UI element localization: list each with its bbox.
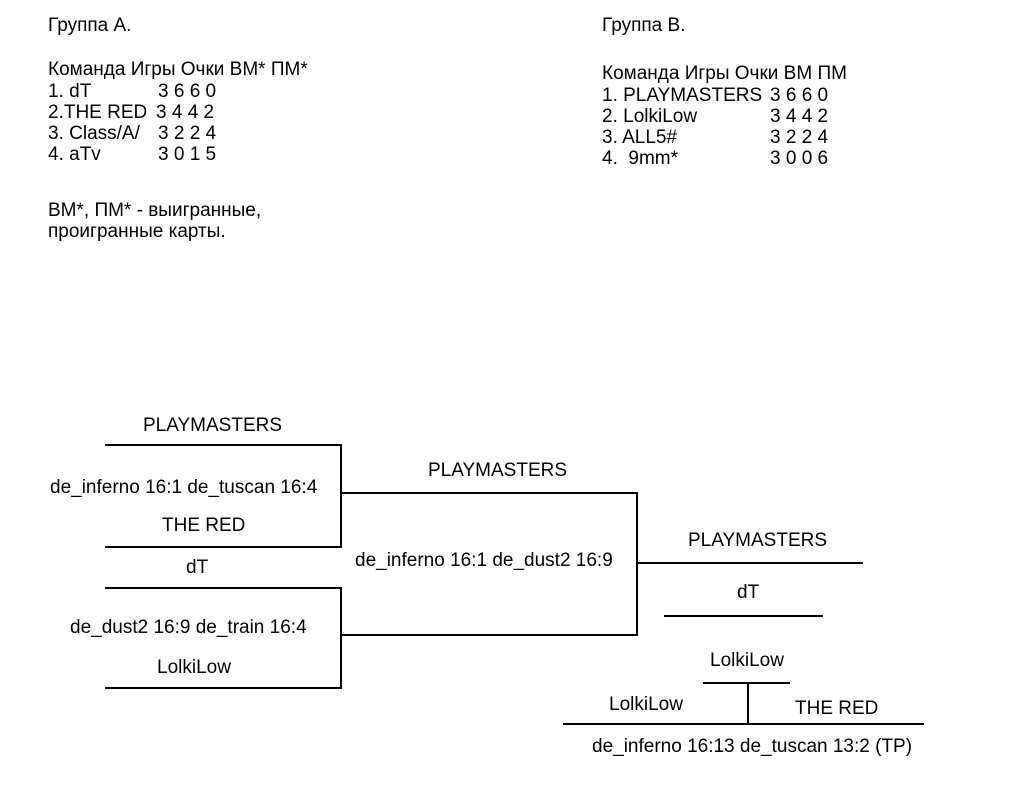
semifinal1-right-line [340,444,342,548]
group-a-row-name: 3. Class/A/ [48,123,140,144]
group-b-title: Группа В. [602,15,686,36]
third-place-base-line [563,723,924,725]
final-top-line [341,492,637,494]
semifinal1-team-bottom: THE RED [162,515,246,536]
third-place-winner-line [703,682,790,684]
semifinal1-top-line [105,444,341,446]
semifinal2-top-line [105,587,341,589]
final-score: de_inferno 16:1 de_dust2 16:9 [355,550,613,571]
group-a-footnote-line2: проигранные карты. [48,221,226,242]
group-b-row-stats: 3 6 6 0 [770,85,829,106]
group-a-footnote-line1: ВМ*, ПМ* - выигранные, [48,200,262,221]
group-b-row-stats: 3 4 4 2 [770,106,829,127]
semifinal2-team-top: dT [186,557,209,578]
semifinal1-bottom-line [105,546,341,548]
group-b-row-name: 2. LolkiLow [602,106,698,127]
final-team-top: PLAYMASTERS [428,460,568,481]
semifinal1-team-top: PLAYMASTERS [143,415,283,436]
group-a-header: Команда Игры Очки ВМ* ПМ* [48,59,308,80]
runner-up-line [664,615,823,617]
group-a-row-name: 2.THE RED [48,102,148,123]
champion-label: PLAYMASTERS [688,530,828,551]
semifinal1-score: de_inferno 16:1 de_tuscan 16:4 [50,477,318,498]
group-a-row-stats: 3 6 6 0 [158,81,217,102]
final-right-line [636,492,638,636]
group-a-title: Группа А. [48,15,132,36]
runner-up-label: dT [737,582,760,603]
third-place-team-right: THE RED [795,698,879,719]
semifinal2-team-bottom: LolkiLow [157,657,231,678]
group-a-row-stats: 3 2 2 4 [158,123,217,144]
group-b-row-name: 4. 9mm* [602,148,679,169]
group-b-row-stats: 3 2 2 4 [770,127,829,148]
champion-line [637,562,863,564]
group-a-row-name: 1. dT [48,81,92,102]
group-a-row-stats: 3 0 1 5 [158,144,217,165]
group-b-header: Команда Игры Очки ВМ ПМ [602,63,847,84]
third-place-team-left: LolkiLow [609,694,683,715]
final-bottom-line [341,634,637,636]
group-a-row-name: 4. aTv [48,144,101,165]
third-place-connector-line [747,682,749,725]
group-b-row-stats: 3 0 0 6 [770,148,829,169]
third-place-winner: LolkiLow [710,650,784,671]
third-place-score: de_inferno 16:13 de_tuscan 13:2 (TP) [592,736,913,757]
semifinal2-right-line [340,587,342,689]
group-b-row-name: 3. ALL5# [602,127,678,148]
group-b-row-name: 1. PLAYMASTERS [602,85,763,106]
semifinal2-score: de_dust2 16:9 de_train 16:4 [70,617,307,638]
semifinal2-bottom-line [105,687,341,689]
group-a-row-stats: 3 4 4 2 [156,102,215,123]
